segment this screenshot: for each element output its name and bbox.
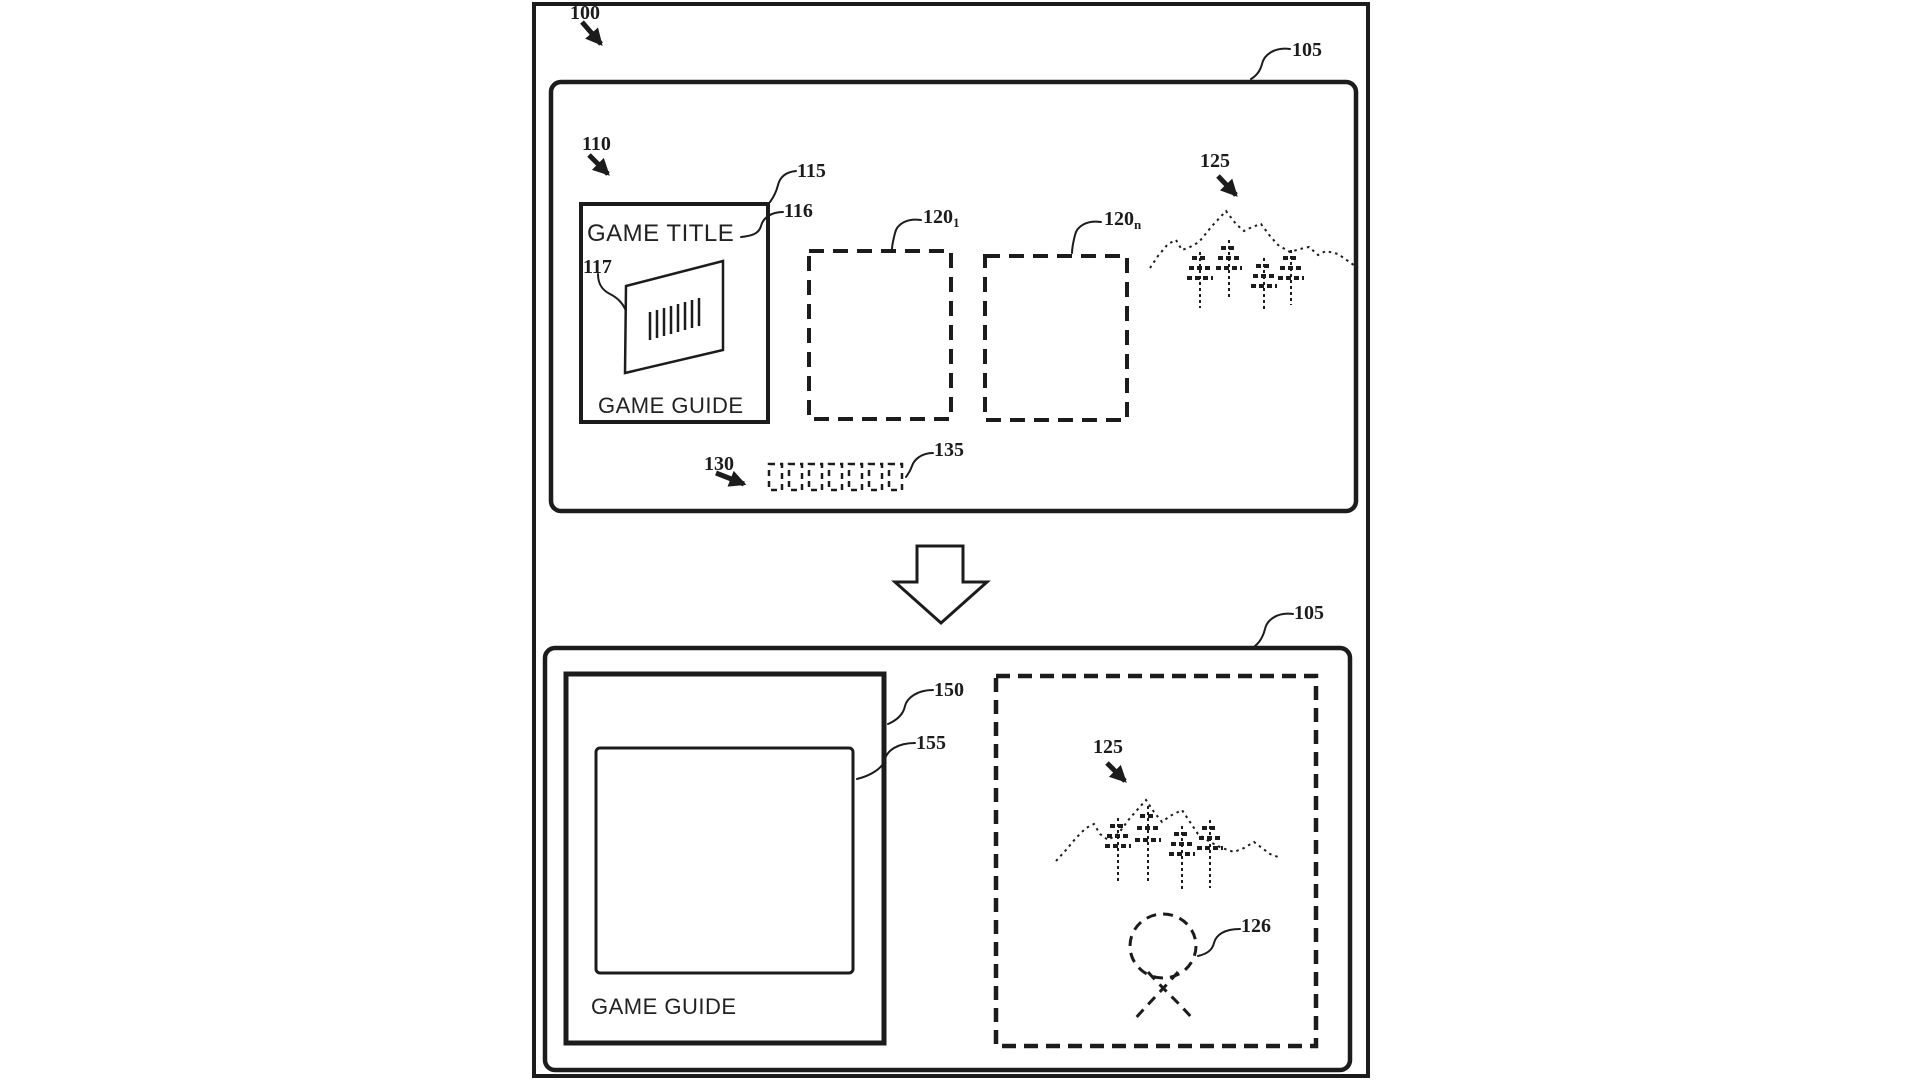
ref-label-120-1: 1201 (923, 206, 960, 230)
leader-lines-top (597, 47, 1291, 478)
ref-label-125-bottom: 125 (1093, 736, 1123, 758)
figure-outer-border (532, 2, 1370, 1078)
leader-120-n (1071, 220, 1102, 254)
placeholder-tile-1 (807, 249, 953, 421)
ref-label-116: 116 (784, 200, 813, 222)
ref-arrows-top (580, 20, 1238, 487)
arrow-110 (587, 153, 610, 176)
ref-label-105-bottom: 105 (1294, 602, 1324, 624)
leader-116 (740, 211, 784, 238)
down-block-arrow (891, 544, 991, 626)
placeholder-tile-n (983, 254, 1129, 422)
game-title-text: GAME TITLE (587, 220, 735, 247)
pine-trees-sketch-top (1187, 240, 1304, 312)
leader-155 (856, 742, 916, 780)
top-screen-panel (548, 79, 1359, 514)
avatar-head (1128, 912, 1198, 980)
avatar-leg-left (1132, 971, 1180, 1021)
mountain-ridge-sketch-top (1149, 209, 1359, 269)
ref-label-120-n: 120n (1104, 208, 1142, 232)
ref-label-110: 110 (582, 133, 611, 155)
ref-arrows-bottom (1105, 761, 1127, 783)
leader-105-bottom (1254, 612, 1294, 647)
ref-label-117: 117 (583, 256, 612, 278)
leader-126 (1197, 928, 1241, 957)
game-guide-text-bottom: GAME GUIDE (591, 994, 737, 1019)
arrow-125-top (1216, 174, 1238, 197)
ref-label-155: 155 (916, 732, 946, 754)
arrow-125-bottom (1105, 761, 1127, 783)
ref-label-120-n-sub: n (1134, 217, 1142, 232)
arrow-130 (715, 470, 747, 487)
avatar-sketch (1128, 912, 1198, 1021)
bottom-screen-panel (542, 645, 1353, 1073)
ref-label-120-n-base: 120 (1104, 208, 1134, 230)
leader-lines-bottom (856, 612, 1294, 957)
avatar-leg-right (1146, 971, 1194, 1019)
ref-label-120-1-sub: 1 (953, 215, 960, 230)
leader-105-top (1250, 47, 1291, 80)
game-guide-content-area (594, 746, 855, 975)
ref-label-130: 130 (704, 453, 734, 475)
barcode-card (623, 259, 725, 375)
leader-117 (597, 273, 626, 310)
ref-label-135: 135 (934, 439, 964, 461)
pine-trees-sketch-bottom (1105, 806, 1223, 892)
ref-label-115: 115 (797, 160, 826, 182)
leader-115 (769, 170, 797, 203)
ref-label-100: 100 (570, 2, 600, 24)
game-scene-frame (993, 673, 1319, 1049)
ref-label-120-1-base: 120 (923, 206, 953, 228)
thumbnail-strip-sketch (767, 462, 904, 492)
game-guide-text-top: GAME GUIDE (598, 393, 744, 418)
barcode-icon (648, 298, 701, 340)
leader-150 (887, 689, 934, 725)
leader-135 (905, 452, 934, 478)
ref-label-125-top: 125 (1200, 150, 1230, 172)
leader-120-1 (891, 218, 922, 250)
game-guide-tile (579, 202, 770, 424)
ref-label-126: 126 (1241, 915, 1271, 937)
ref-label-105-top: 105 (1292, 39, 1322, 61)
arrow-100 (580, 20, 603, 46)
ref-label-150: 150 (934, 679, 964, 701)
mountain-ridge-sketch-bottom (1055, 798, 1279, 862)
game-guide-window (563, 671, 887, 1046)
